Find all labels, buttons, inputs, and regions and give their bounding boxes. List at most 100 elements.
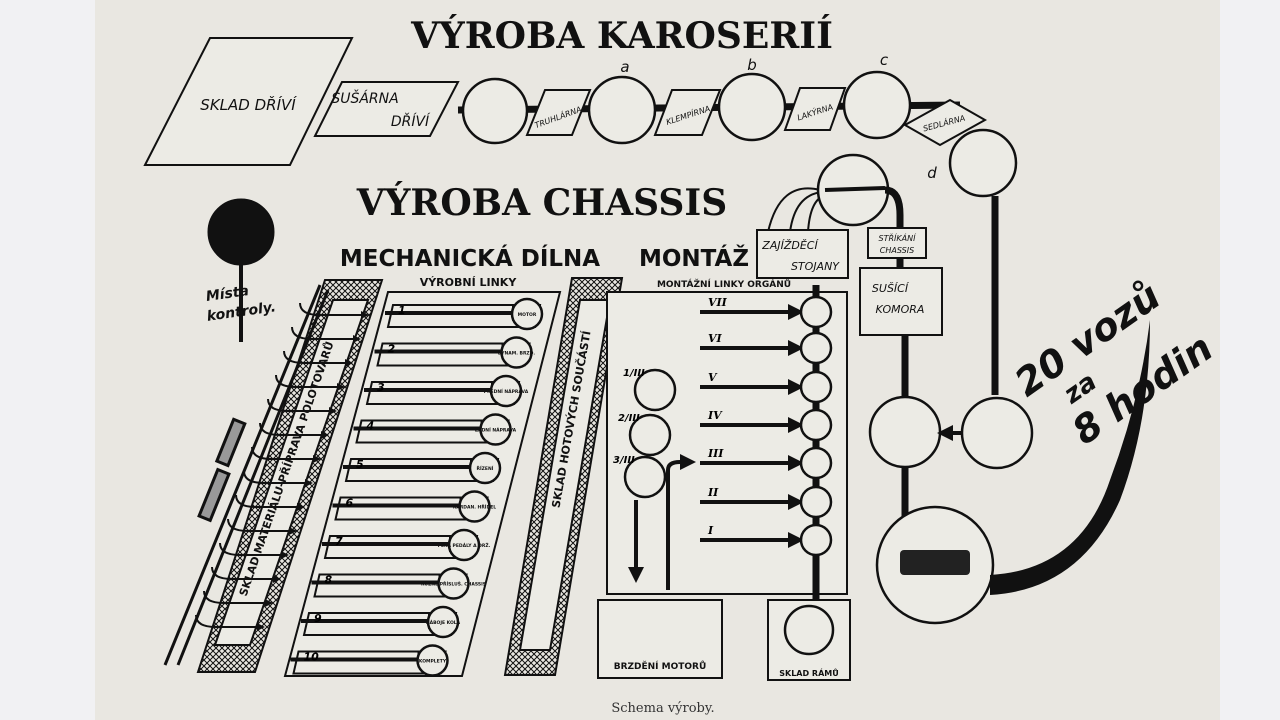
line-product-label: RŮZNÉ PŘÍSLUŠ. CHASSIS — [421, 580, 486, 588]
assembly-line-number: VII — [708, 296, 728, 309]
susarna-label-1: SUŠÁRNA — [331, 89, 398, 107]
line-number: 8 — [325, 574, 333, 587]
title-chassis: VÝROBA CHASSIS — [356, 182, 727, 224]
feed-arrow — [267, 398, 337, 415]
assembly-line: IV — [700, 408, 833, 442]
feed-arrows — [195, 302, 369, 631]
strikani-label-2: CHASSIS — [880, 246, 914, 255]
feed-arrow — [275, 374, 345, 391]
assembly-line-number: I — [707, 524, 714, 537]
line-product-label: NÁBOJE KOLA — [426, 619, 461, 626]
stage-a-label: a — [620, 58, 629, 76]
line-product-circle — [437, 567, 470, 600]
line-product-circle — [479, 413, 512, 446]
motor-stage-label: 1/III — [623, 368, 645, 379]
line-number: 5 — [356, 458, 364, 471]
assembly-circle — [799, 523, 833, 557]
line-number: 3 — [377, 381, 385, 394]
assembly-circle — [799, 485, 833, 519]
truhlarna-box — [525, 89, 592, 136]
test-stand-lines — [767, 187, 826, 233]
strikani-label-1: STŘÍKÁNÍ — [879, 232, 918, 243]
strikani-box — [867, 227, 927, 259]
line-number: 10 — [304, 651, 320, 664]
control-label-1: Místa — [205, 283, 250, 305]
line-number: 1 — [398, 304, 406, 317]
motor-stage-circle — [633, 368, 677, 412]
feed-arrow — [251, 446, 321, 463]
feed-arrow — [211, 566, 281, 583]
line-number: 7 — [335, 535, 343, 548]
assembly-circle — [799, 446, 833, 480]
stage-c-label: c — [880, 51, 889, 69]
brzdeni-label: BRZDĚNÍ MOTORŮ — [614, 660, 707, 672]
susici-label-1: SUŠÍCÍ — [872, 282, 910, 295]
zajizdeci-label-1: ZAJÍŽDĚCÍ — [761, 239, 819, 252]
assembly-circle — [799, 408, 833, 442]
stage-d-circle — [948, 128, 1018, 198]
line-product-label: KARDAN. HŘÍDEL — [453, 503, 496, 511]
klempirna-box — [653, 89, 722, 136]
assembly-line: II — [700, 485, 833, 519]
susarna-box — [313, 81, 460, 137]
line-product-label: DYNAM. BRZD. — [498, 351, 536, 357]
line-product-circle — [510, 297, 544, 331]
assembly-line-number: II — [707, 486, 719, 499]
susarna-label-2: DŘÍVÍ — [391, 113, 431, 130]
chassis-to-paint-line — [884, 186, 904, 268]
stage-a-circle — [587, 75, 657, 145]
line-product-circle — [426, 605, 460, 639]
assembly-line-number: V — [708, 371, 718, 384]
line-product-circle — [458, 490, 491, 523]
title-bodies: VÝROBA KAROSERIÍ — [410, 15, 833, 57]
subtitle-assembly: MONTÁŽ — [639, 244, 749, 272]
susici-label-2: KOMORA — [876, 303, 925, 316]
painted-chassis-circle — [868, 395, 942, 469]
line-product-label: KOMPLETY — [419, 659, 447, 665]
production-line: 6 KARDAN. HŘÍDEL — [332, 490, 496, 523]
line-product-label: ZADNÍ NÁPRAVA — [475, 426, 517, 434]
line-product-label: MOTOR — [518, 312, 537, 318]
subtitle-mechanical: MECHANICKÁ DÍLNA — [340, 244, 600, 272]
line-number: 9 — [314, 612, 322, 625]
assembly-circle — [799, 331, 833, 365]
line-product-label: ŘÍZENÍ — [477, 464, 494, 472]
stage-d-label: d — [927, 164, 937, 182]
assembly-line: VII — [700, 295, 833, 329]
control-point-icon — [207, 198, 275, 342]
sklad-ramu-label: SKLAD RÁMŮ — [779, 667, 838, 678]
assembly-line: V — [700, 370, 833, 404]
feed-arrow — [235, 494, 305, 511]
feed-arrow — [283, 350, 353, 367]
chassis-icon — [824, 186, 886, 192]
line-number: 6 — [346, 497, 354, 510]
feed-arrow — [195, 614, 265, 631]
brzdeni-box — [597, 599, 723, 679]
stage-b-label: b — [747, 56, 757, 74]
assembly-line-number: III — [707, 447, 724, 460]
caption: Schema výroby. — [611, 701, 714, 716]
assembly-line: VI — [700, 331, 833, 365]
assembly-circle — [799, 295, 833, 329]
sklad-drivi-label: SKLAD DŘÍVÍ — [200, 95, 297, 114]
motor-up-arrow — [666, 454, 696, 590]
line-product-label: PŘEDNÍ NÁPRAVA — [484, 387, 529, 395]
lakyrna-box — [783, 87, 847, 131]
assembly-line: III — [700, 446, 833, 480]
susici-komora-box — [859, 267, 943, 336]
motor-stage-circle — [628, 413, 672, 457]
assembly-line-number: VI — [708, 332, 723, 345]
frame-stock-circle — [783, 604, 835, 656]
feed-arrow — [203, 590, 273, 607]
vyrobni-linky-title: VÝROBNÍ LINKY — [420, 276, 518, 289]
frame-circle — [461, 77, 529, 145]
feed-arrow — [243, 470, 313, 487]
zajizdeci-label-2: STOJANY — [791, 260, 840, 273]
line-product-circle — [468, 451, 502, 485]
